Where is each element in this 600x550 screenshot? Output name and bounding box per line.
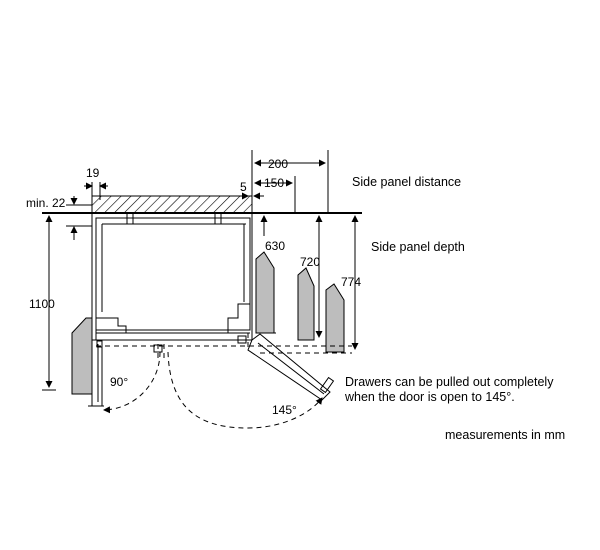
drawers-note-line2: when the door is open to 145°. — [344, 390, 515, 404]
dim-200-label: 200 — [268, 157, 288, 171]
left-side-panel — [71, 317, 93, 395]
dim-5-label: 5 — [240, 180, 247, 194]
dim-1100 — [42, 212, 56, 391]
dim-774-label: 774 — [341, 275, 361, 289]
dim-630 — [256, 212, 276, 334]
appliance-body — [91, 212, 252, 341]
dim-150-label: 150 — [264, 176, 284, 190]
clearance-dashes — [96, 333, 352, 360]
side-panel-774 — [325, 283, 345, 353]
side-panel-depth-label: Side panel depth — [371, 240, 465, 254]
right-door — [247, 333, 335, 401]
arc-90 — [103, 351, 161, 414]
angle-145-label: 145° — [272, 403, 297, 417]
arc-145 — [167, 351, 323, 429]
dim-19-label: 19 — [86, 166, 100, 180]
measurements-note: measurements in mm — [445, 428, 565, 442]
side-panel-distance-label: Side panel distance — [352, 175, 461, 189]
side-panel-720 — [297, 267, 315, 341]
dim-min22 — [66, 196, 92, 240]
dim-1100-label: 1100 — [29, 297, 55, 311]
side-panel-630 — [255, 251, 275, 334]
angle-90-label: 90° — [110, 375, 128, 389]
dim-min22-label: min. 22 — [26, 196, 66, 210]
dim-630-label: 630 — [265, 239, 285, 253]
drawers-note-line1: Drawers can be pulled out completely — [345, 375, 554, 389]
dim-720-label: 720 — [300, 255, 320, 269]
worktop-hatch — [92, 195, 252, 213]
dim-19 — [84, 182, 108, 213]
